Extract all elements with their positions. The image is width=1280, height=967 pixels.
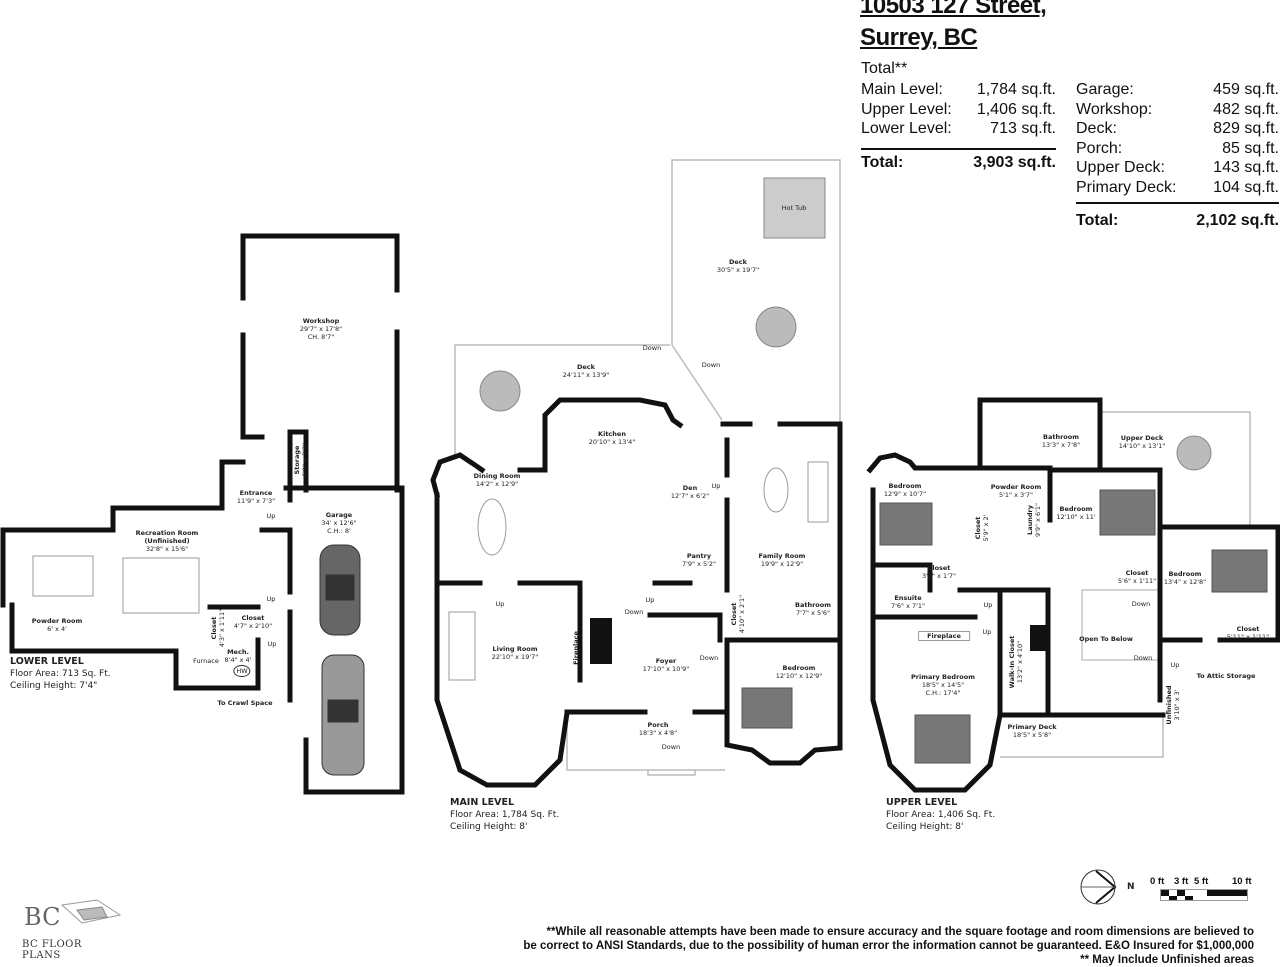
scale-bar: 0 ft 3 ft 5 ft 10 ft xyxy=(1148,876,1258,906)
fireplace-label: Fireplace xyxy=(918,631,970,641)
hot-tub-label: Hot Tub xyxy=(781,204,807,212)
stair-down-label: Down xyxy=(699,654,719,662)
stair-up-label: Up xyxy=(645,596,655,604)
svg-text:BC: BC xyxy=(24,903,60,931)
stair-down-label: Down xyxy=(661,743,681,751)
summary-living-total: Total:3,903 sq.ft. xyxy=(861,153,1056,171)
total-heading: Total** xyxy=(861,60,908,77)
logo-mark-icon: BC xyxy=(24,899,122,931)
furnace-label: Furnace xyxy=(193,657,219,665)
stair-up-label: Up xyxy=(983,601,993,609)
summary-row-upper-deck: Upper Deck:143 sq.ft. xyxy=(1076,159,1279,176)
summary-row-upper: Upper Level:1,406 sq.ft. xyxy=(861,100,1056,118)
room-recreation: Recreation Room(Unfinished)32'8" x 15'6" xyxy=(135,529,199,553)
stair-down-label: Down xyxy=(624,608,644,616)
summary-other-total: Total:2,102 sq.ft. xyxy=(1076,212,1279,229)
stair-up-label: Up xyxy=(266,512,276,520)
cars xyxy=(319,544,365,776)
disclaimer: **While all reasonable attempts have bee… xyxy=(523,926,1254,966)
compass-n-label: N xyxy=(1127,882,1135,892)
stair-up-label: Up xyxy=(711,482,721,490)
address-line-1: 10503 127 Street, xyxy=(860,0,1047,19)
stair-down-label: Down xyxy=(701,361,721,369)
fireplace-label: Fireplace xyxy=(572,631,580,665)
north-compass-icon xyxy=(1080,869,1117,905)
hot-water-tank: HW xyxy=(233,665,251,677)
summary-row-garage: Garage:459 sq.ft. xyxy=(1076,81,1279,98)
living-area-summary: Main Level:1,784 sq.ft. Upper Level:1,40… xyxy=(861,80,1056,172)
summary-row-primary-deck: Primary Deck:104 sq.ft. xyxy=(1076,178,1279,196)
stair-down-label: Down xyxy=(1133,654,1153,662)
furniture xyxy=(32,461,1161,681)
crawl-space-label: To Crawl Space xyxy=(217,699,273,707)
open-to-below-label: Open To Below xyxy=(1079,635,1133,643)
room-mechanical: Mech.8'4" x 4' xyxy=(224,648,252,664)
divider xyxy=(1076,202,1279,204)
round-tables xyxy=(479,306,1212,471)
summary-row-porch: Porch:85 sq.ft. xyxy=(1076,139,1279,157)
stair-down-label: Down xyxy=(642,344,662,352)
stair-up-label: Up xyxy=(982,628,992,636)
beds xyxy=(741,489,1268,764)
address-line-2: Surrey, BC xyxy=(860,24,978,51)
divider xyxy=(861,148,1056,150)
attic-storage-label: To Attic Storage xyxy=(1196,672,1256,680)
stair-up-label: Up xyxy=(266,595,276,603)
bc-floor-plans-logo: BC BC FLOOR PLANS xyxy=(22,895,122,961)
other-area-summary: Garage:459 sq.ft. Workshop:482 sq.ft. De… xyxy=(1076,80,1279,231)
stair-up-label: Up xyxy=(1170,661,1180,669)
walls xyxy=(0,233,1280,795)
hot-tub xyxy=(763,177,826,239)
stair-down-label: Down xyxy=(1131,600,1151,608)
stair-up-label: Up xyxy=(267,640,277,648)
summary-row-deck: Deck:829 sq.ft. xyxy=(1076,120,1279,137)
stair-up-label: Up xyxy=(495,600,505,608)
summary-row-main: Main Level:1,784 sq.ft. xyxy=(861,81,1056,98)
summary-row-workshop: Workshop:482 sq.ft. xyxy=(1076,100,1279,118)
summary-row-lower: Lower Level:713 sq.ft. xyxy=(861,120,1056,137)
